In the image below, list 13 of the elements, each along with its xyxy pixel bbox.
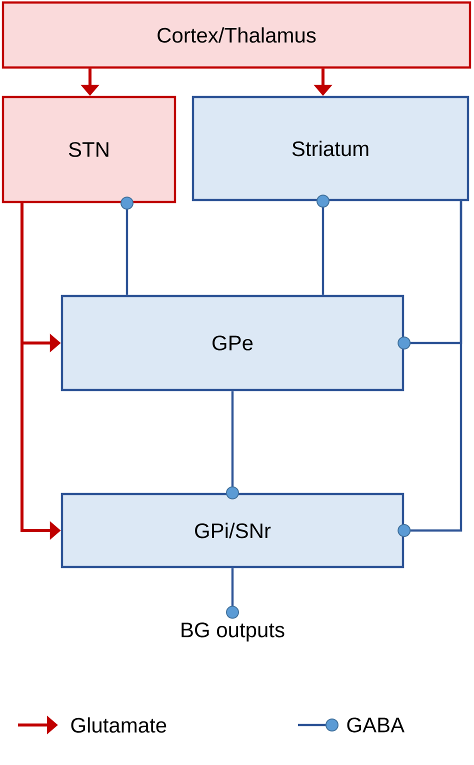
output-label: BG outputs — [182, 622, 284, 642]
connector-line — [316, 194, 330, 295]
legend-text: GABA — [347, 718, 405, 732]
region-box: STN — [2, 96, 176, 204]
region-box: Cortex/Thalamus — [2, 1, 472, 69]
connector-line — [226, 568, 239, 619]
region-box: Striatum — [192, 96, 470, 202]
legend-text: Glutamate — [71, 717, 166, 733]
region-box: GPi/SNr — [60, 492, 404, 568]
connector-line — [398, 201, 462, 537]
region-box: GPe — [60, 294, 404, 392]
connector-line — [120, 196, 134, 295]
connector-line — [226, 391, 239, 500]
